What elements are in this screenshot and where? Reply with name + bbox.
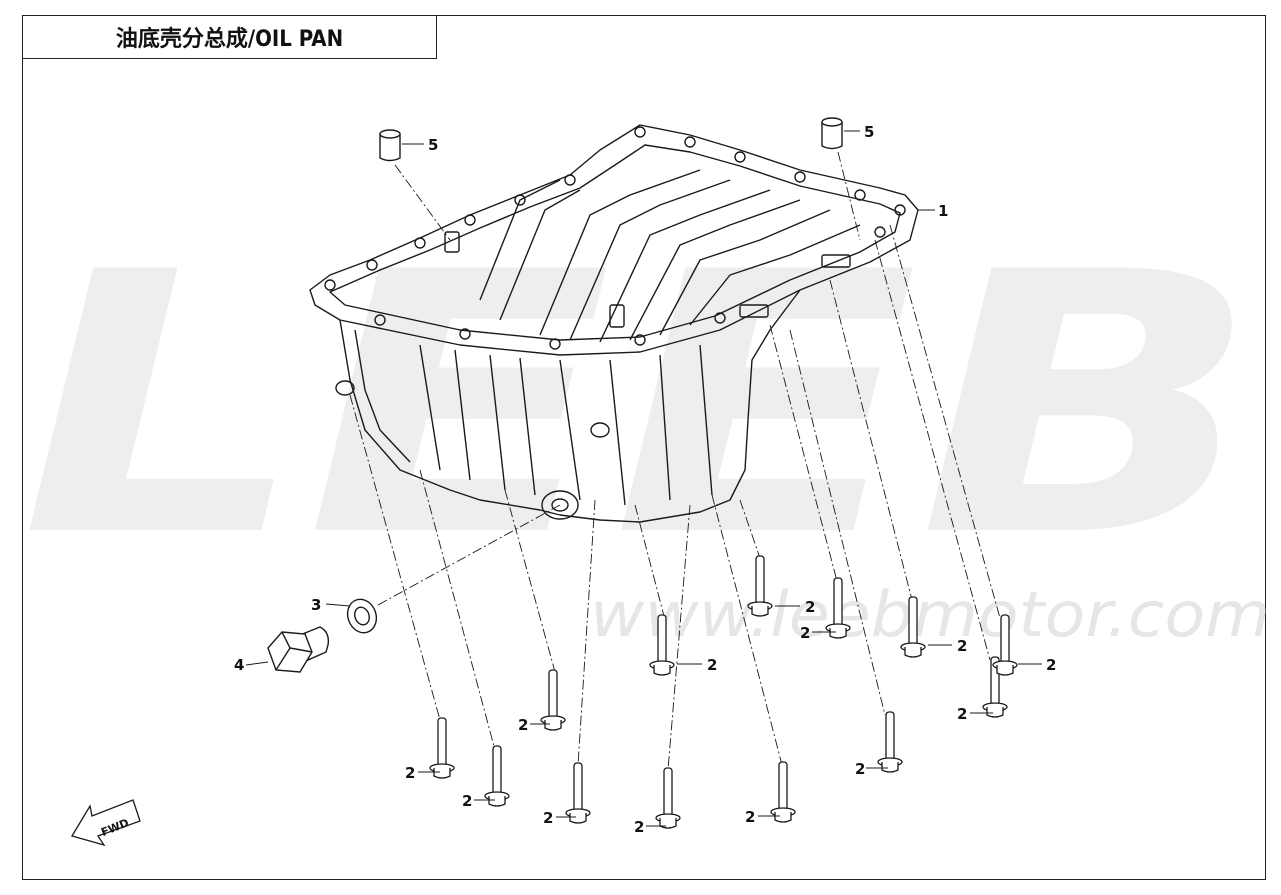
sealing-washer — [346, 598, 378, 634]
assembly-lines — [349, 151, 1001, 771]
page-title: 油底壳分总成/OIL PAN — [115, 27, 344, 52]
bolt — [540, 669, 566, 731]
callout-bolt: 2 — [805, 598, 815, 616]
bolts — [429, 555, 1018, 829]
callout-bolt: 2 — [707, 656, 717, 674]
callout-bolt: 2 — [462, 792, 472, 810]
callout-oil-pan: 1 — [938, 202, 948, 220]
bolt — [770, 761, 796, 823]
callout-drain-plug: 4 — [234, 656, 244, 674]
fwd-arrow-icon: FWD — [71, 799, 141, 847]
bolt — [992, 614, 1018, 676]
bolt — [900, 596, 926, 658]
bolt — [649, 614, 675, 676]
leader-lines — [245, 130, 1042, 827]
drawing-frame — [22, 15, 1266, 880]
callout-bolt: 2 — [957, 705, 967, 723]
callout-bolt: 2 — [800, 624, 810, 642]
bolt — [565, 762, 591, 824]
callout-washer: 3 — [311, 596, 321, 614]
title-box: 油底壳分总成/OIL PAN — [22, 15, 437, 59]
bolt — [655, 767, 681, 829]
callout-bolt: 2 — [634, 818, 644, 836]
callout-dowel-pin: 5 — [864, 123, 874, 141]
callout-bolt: 2 — [745, 808, 755, 826]
watermark: LEEB www.leebmotor.com — [20, 196, 1270, 651]
watermark-brand: LEEB — [20, 196, 1260, 615]
callout-bolt: 2 — [543, 809, 553, 827]
oil-pan — [309, 124, 919, 523]
bolt — [429, 717, 455, 779]
callout-dowel-pin: 5 — [428, 136, 438, 154]
dowel-pin-right — [821, 117, 843, 150]
callout-bolt: 2 — [405, 764, 415, 782]
callout-bolt: 2 — [855, 760, 865, 778]
watermark-url: www.leebmotor.com — [590, 578, 1270, 651]
callout-bolt: 2 — [1046, 656, 1056, 674]
bolt — [484, 745, 510, 807]
bolt — [747, 555, 773, 617]
callout-bolt: 2 — [957, 637, 967, 655]
drain-plug — [267, 626, 330, 673]
callout-bolt: 2 — [518, 716, 528, 734]
bolt — [877, 711, 903, 773]
callout-labels: 5 5 1 3 4 2 2 2 2 2 2 2 2 2 2 2 2 2 — [234, 123, 1056, 836]
bolt — [825, 577, 851, 639]
dowel-pin-left — [379, 129, 401, 162]
